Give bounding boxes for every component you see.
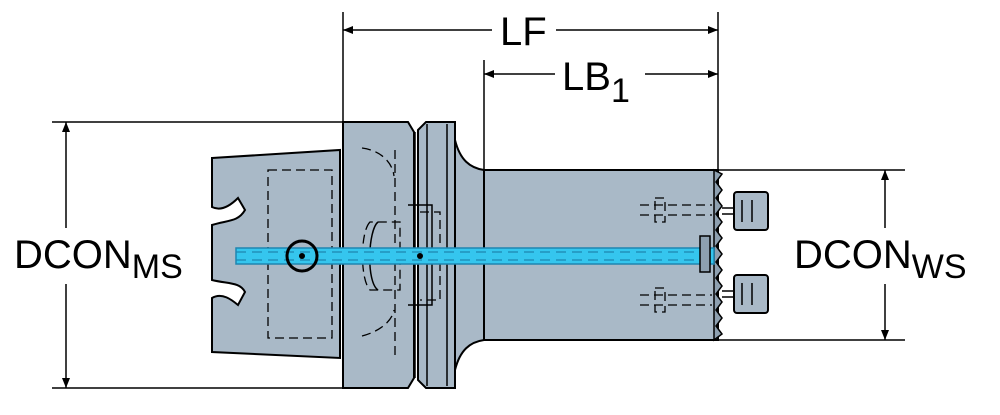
dcon-ws-label: DCONWS [794, 233, 967, 286]
lb1-label-sub: 1 [611, 72, 630, 110]
coolant-port-icon [285, 239, 319, 273]
clamp-screw-top-icon [733, 191, 769, 231]
serrated-edge [713, 168, 724, 342]
dcon-ws-label-sub: WS [912, 248, 967, 286]
lf-label: LF [500, 10, 547, 54]
coolant-bore [235, 247, 715, 265]
dcon-ms-label: DCONMS [14, 233, 183, 286]
dcon-ms-label-sub: MS [132, 248, 183, 286]
clamp-screw-bottom-icon [733, 274, 769, 314]
dcon-ms-label-main: DCON [14, 233, 132, 277]
lb1-label-main: LB [562, 55, 611, 99]
dcon-ws-label-main: DCON [794, 233, 912, 277]
lb1-label: LB1 [562, 55, 630, 110]
coolant-channel [235, 235, 715, 273]
